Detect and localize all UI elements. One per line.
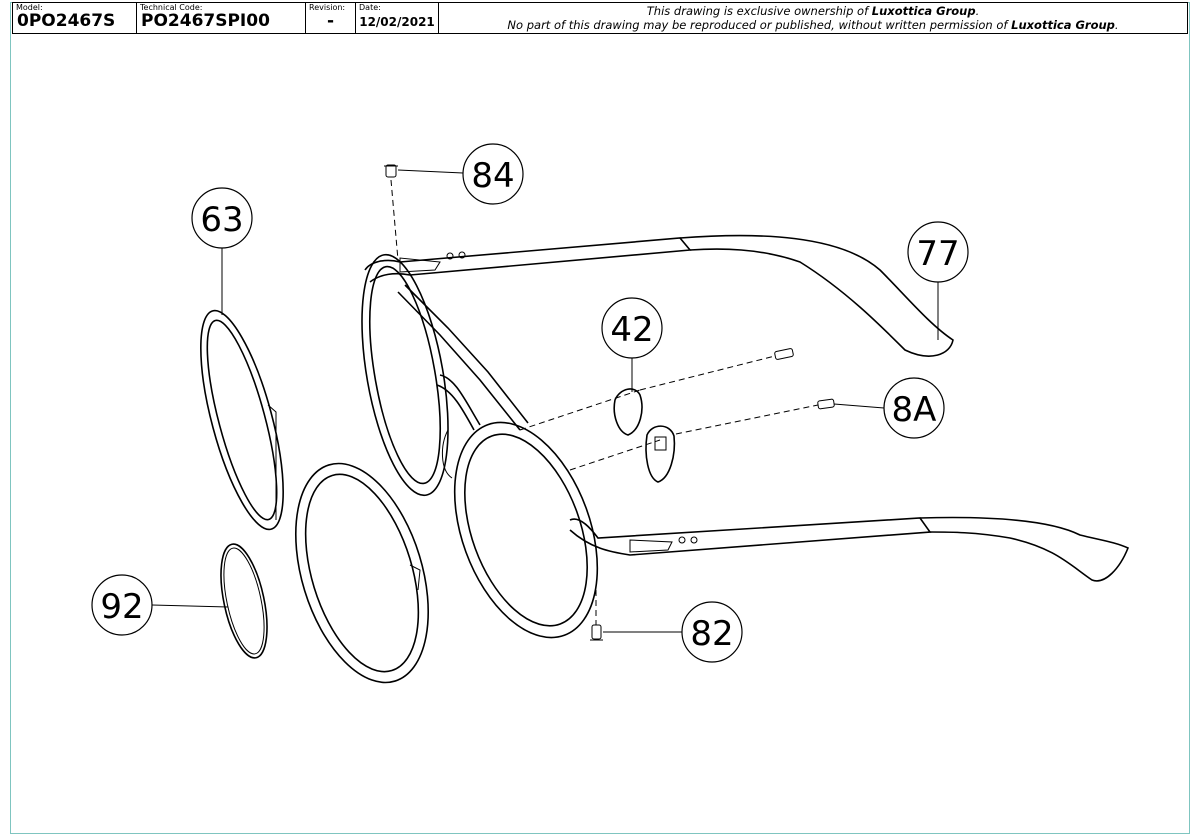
- callout-84: 84: [462, 143, 524, 205]
- date-label: Date:: [359, 3, 381, 12]
- date-cell: Date: 12/02/2021: [356, 3, 439, 33]
- notice-line-2: No part of this drawing may be reproduce…: [507, 18, 1119, 32]
- callout-92: 92: [91, 574, 153, 636]
- svg-text:82: 82: [690, 614, 733, 654]
- leader-92: [151, 604, 229, 608]
- model-label: Model:: [16, 3, 43, 12]
- notice-line-1: This drawing is exclusive ownership of L…: [646, 4, 980, 18]
- gasket-part: [220, 543, 268, 659]
- callout-77: 77: [907, 221, 969, 283]
- assembly-line-pad-lower: [569, 404, 819, 471]
- technical-code-label: Technical Code:: [140, 3, 203, 12]
- temple-far: [364, 234, 954, 357]
- title-block: Model: 0PO2467S Technical Code: PO2467SP…: [12, 2, 1188, 34]
- frame-front: [361, 253, 599, 639]
- assembly-line-screw-top: [390, 179, 399, 261]
- callout-63: 63: [191, 187, 253, 249]
- lens-rim-part: [200, 309, 284, 531]
- model-value: 0PO2467S: [17, 11, 116, 31]
- ownership-notice: This drawing is exclusive ownership of L…: [439, 3, 1188, 33]
- model-cell: Model: 0PO2467S: [12, 3, 137, 33]
- temple-near: [569, 516, 1130, 582]
- leader-84: [397, 169, 464, 174]
- technical-code-value: PO2467SPI00: [141, 11, 270, 31]
- svg-text:92: 92: [100, 587, 143, 627]
- leader-8A: [833, 403, 885, 409]
- assembly-line-pad-upper: [519, 355, 776, 431]
- callout-42: 42: [601, 297, 663, 359]
- pad-screw-lower: [817, 398, 835, 410]
- svg-text:63: 63: [200, 200, 243, 240]
- revision-value: -: [326, 11, 335, 31]
- svg-text:84: 84: [471, 156, 514, 196]
- screw-bottom: [590, 624, 603, 641]
- revision-cell: Revision: -: [306, 3, 356, 33]
- pad-screw-upper: [774, 348, 794, 360]
- date-value: 12/02/2021: [359, 15, 435, 29]
- revision-label: Revision:: [309, 3, 346, 12]
- svg-text:42: 42: [610, 310, 653, 350]
- callout-82: 82: [681, 601, 743, 663]
- screw-top: [384, 164, 398, 178]
- front-rim-part: [294, 462, 430, 684]
- callout-8A: 8A: [883, 377, 945, 439]
- technical-code-cell: Technical Code: PO2467SPI00: [137, 3, 306, 33]
- nose-pad-part: [613, 388, 676, 483]
- svg-text:77: 77: [916, 234, 959, 274]
- svg-text:8A: 8A: [892, 390, 937, 430]
